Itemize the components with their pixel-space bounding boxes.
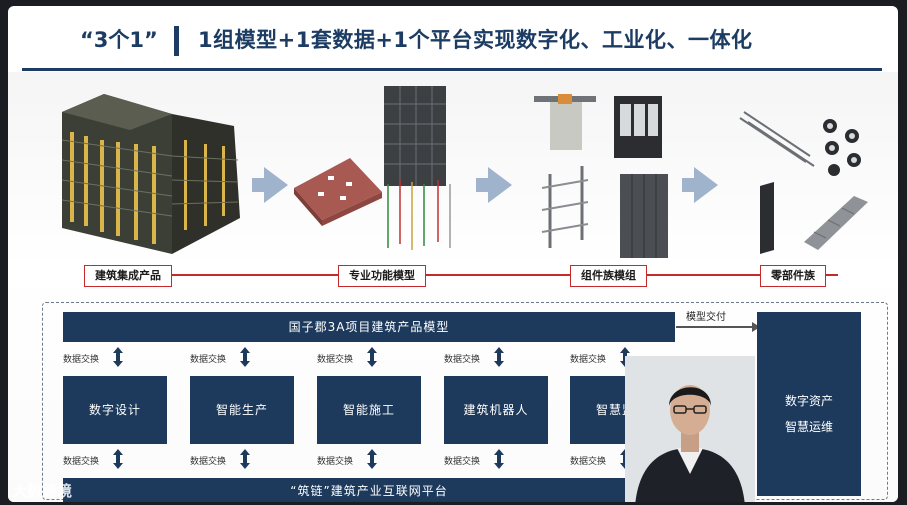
platform-bar: “筑链”建筑产业互联网平台 <box>63 478 675 502</box>
data-exchange-label: 数据交换 <box>570 454 606 467</box>
module-smart-construction: 智能施工 <box>317 376 421 444</box>
delivery-arrow <box>676 326 756 328</box>
asset-line-2: 智慧运维 <box>757 414 861 440</box>
component-family-image <box>528 90 678 262</box>
delivery-label: 模型交付 <box>686 308 726 323</box>
module-smart-production: 智能生产 <box>190 376 294 444</box>
module-digital-design: 数字设计 <box>63 376 167 444</box>
stage-label-integrated-product: 建筑集成产品 <box>84 265 172 287</box>
bidirectional-arrow-icon <box>494 449 504 469</box>
building-model-image <box>54 80 264 260</box>
module-construction-robot: 建筑机器人 <box>444 376 548 444</box>
bidirectional-arrow-icon <box>494 347 504 367</box>
bidirectional-arrow-icon <box>113 347 123 367</box>
title-underline <box>22 68 882 71</box>
stage-connector-line <box>98 274 838 276</box>
flow-arrow-icon <box>264 167 288 203</box>
bidirectional-arrow-icon <box>367 347 377 367</box>
bidirectional-arrow-icon <box>240 449 250 469</box>
data-exchange-label: 数据交换 <box>444 352 480 365</box>
data-exchange-label: 数据交换 <box>317 454 353 467</box>
stage-label-parts-family: 零部件族 <box>760 265 826 287</box>
stage-label-component-module: 组件族模组 <box>570 265 647 287</box>
bidirectional-arrow-icon <box>240 347 250 367</box>
data-exchange-label: 数据交换 <box>190 454 226 467</box>
bidirectional-arrow-icon <box>113 449 123 469</box>
flow-arrow-icon <box>694 167 718 203</box>
data-exchange-label: 数据交换 <box>444 454 480 467</box>
presentation-slide: “3个1” 1组模型+1套数据+1个平台实现数字化、工业化、一体化 <box>8 6 898 502</box>
functional-model-image <box>288 84 478 254</box>
product-model-bar: 国子郡3A项目建筑产品模型 <box>63 312 675 342</box>
watermark-logo: 大数跨境 <box>12 480 72 501</box>
asset-line-1: 数字资产 <box>757 388 861 414</box>
stage-label-functional-model: 专业功能模型 <box>338 265 426 287</box>
title-quote: “3个1” <box>80 24 158 54</box>
flow-arrow-icon <box>488 167 512 203</box>
presenter-webcam-image <box>625 356 755 502</box>
slide-header: “3个1” 1组模型+1套数据+1个平台实现数字化、工业化、一体化 <box>8 6 898 70</box>
parts-family-image <box>734 102 884 262</box>
data-exchange-label: 数据交换 <box>63 454 99 467</box>
data-exchange-label: 数据交换 <box>570 352 606 365</box>
data-exchange-label: 数据交换 <box>317 352 353 365</box>
bidirectional-arrow-icon <box>367 449 377 469</box>
slide-title: 1组模型+1套数据+1个平台实现数字化、工业化、一体化 <box>198 24 753 54</box>
data-exchange-label: 数据交换 <box>190 352 226 365</box>
data-exchange-label: 数据交换 <box>63 352 99 365</box>
digital-asset-box: 数字资产 智慧运维 <box>757 312 861 496</box>
title-divider <box>174 26 179 56</box>
